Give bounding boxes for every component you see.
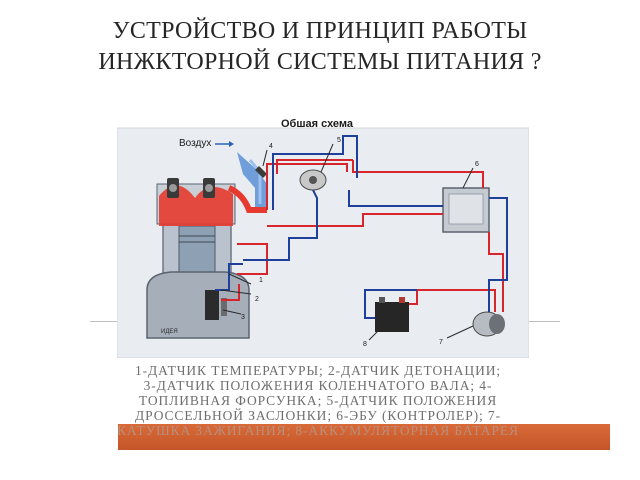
injection-system-diagram: Обшая схема Воздух ИДЕЯ <box>117 118 529 358</box>
wiring-leaders <box>220 143 474 341</box>
crankshaft-sensor <box>205 290 219 320</box>
diagram-heading: Обшая схема <box>281 118 354 130</box>
part-number-3: 3 <box>241 314 245 321</box>
accent-bar <box>118 424 610 450</box>
caption-line-2: 3-ДАТЧИК ПОЛОЖЕНИЯ КОЛЕНЧАТОГО ВАЛА; 4- <box>143 378 493 393</box>
part-number-1: 1 <box>259 277 263 284</box>
caption-line-5: КАТУШКА ЗАЖИГАНИЯ; 8-АККУМУЛЯТОРНАЯ БАТА… <box>117 423 519 438</box>
slide-title: УСТРОЙСТВО И ПРИНЦИП РАБОТЫ ИНЖКТОРНОЙ С… <box>40 16 600 78</box>
air-label: Воздух <box>179 138 211 149</box>
caption-line-1: 1-ДАТЧИК ТЕМПЕРАТУРЫ; 2-ДАТЧИК ДЕТОНАЦИИ… <box>134 363 502 378</box>
part-number-8: 8 <box>363 341 367 348</box>
piston <box>178 225 216 275</box>
legend-caption: 1-ДАТЧИК ТЕМПЕРАТУРЫ; 2-ДАТЧИК ДЕТОНАЦИИ… <box>108 363 528 438</box>
exhaust-pipe <box>227 185 267 213</box>
engine-brand-label: ИДЕЯ <box>161 329 178 335</box>
fuel-injector <box>255 166 267 178</box>
title-line-2: ИНЖКТОРНОЙ СИСТЕМЫ ПИТАНИЯ ? <box>98 49 542 75</box>
caption-line-3: ТОПЛИВНАЯ ФОРСУНКА; 5-ДАТЧИК ПОЛОЖЕНИЯ <box>138 393 498 408</box>
wiring-red <box>221 159 504 312</box>
part-number-6: 6 <box>475 161 479 168</box>
wiring-blue <box>215 135 508 319</box>
part-number-7: 7 <box>439 339 443 346</box>
part-number-5: 5 <box>337 137 341 144</box>
caption-line-4: ДРОССЕЛЬНОЙ ЗАСЛОНКИ; 6-ЭБУ (КОНТРОЛЕР);… <box>135 408 501 423</box>
part-number-2: 2 <box>255 296 259 303</box>
battery <box>375 302 409 332</box>
title-line-1: УСТРОЙСТВО И ПРИНЦИП РАБОТЫ <box>112 18 528 44</box>
part-numbers: 1 2 3 4 5 6 7 8 <box>241 137 479 348</box>
crankcase <box>146 271 250 339</box>
part-number-4: 4 <box>269 143 273 150</box>
